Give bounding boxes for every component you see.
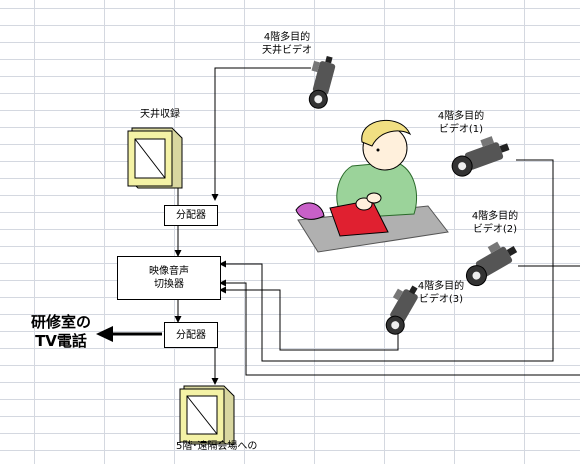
camera-1-label: 4階多目的 ビデオ(1) xyxy=(428,110,494,136)
child-illustration xyxy=(295,119,449,253)
line-camera2-to-switcher xyxy=(219,265,580,376)
tv-phone-label-line-2: TV電話 xyxy=(35,332,87,350)
ceiling-camera-label: 4階多目的 天井ビデオ xyxy=(252,31,322,57)
switcher-box: 映像音声 切換器 xyxy=(117,256,221,300)
camera-1-icon xyxy=(451,136,510,177)
ceiling-monitor-icon xyxy=(127,127,183,189)
connection-lines xyxy=(174,67,580,385)
ceiling-camera-label-line-1: 4階多目的 xyxy=(263,32,311,43)
bottom-monitor-label: 5階･遠隔会場への xyxy=(176,441,258,452)
ceiling-recording-label: 天井収録 xyxy=(140,109,180,120)
switcher-label-line-2: 切換器 xyxy=(154,279,184,290)
tv-phone-arrow xyxy=(96,326,162,342)
tv-phone-label-line-1: 研修室の xyxy=(30,313,91,331)
line-camera1-to-switcher xyxy=(219,159,554,362)
camera-3-label: 4階多目的 ビデオ(3) xyxy=(408,280,474,306)
camera-3-label-line-1: 4階多目的 xyxy=(417,281,465,292)
camera-1-label-line-2: ビデオ(1) xyxy=(438,124,484,135)
camera-1-label-line-1: 4階多目的 xyxy=(437,111,485,122)
line-camera3-to-switcher xyxy=(219,286,399,351)
camera-2-label: 4階多目的 ビデオ(2) xyxy=(462,210,528,236)
line-ceiling-camera-to-distributor xyxy=(211,67,311,201)
bottom-monitor-icon xyxy=(179,385,235,445)
distributor-top-box: 分配器 xyxy=(164,205,218,226)
camera-3-icon xyxy=(385,285,418,335)
camera-3-label-line-2: ビデオ(3) xyxy=(418,294,464,305)
camera-2-label-line-2: ビデオ(2) xyxy=(472,224,518,235)
ceiling-camera-label-line-2: 天井ビデオ xyxy=(262,45,312,56)
ceiling-camera-icon xyxy=(308,55,336,109)
distributor-bottom-box: 分配器 xyxy=(164,322,218,348)
distributor-bottom-label: 分配器 xyxy=(176,329,206,341)
switcher-label-line-1: 映像音声 xyxy=(149,266,189,277)
tv-phone-label: 研修室の TV電話 xyxy=(22,313,100,351)
camera-2-icon xyxy=(465,241,518,287)
distributor-top-label: 分配器 xyxy=(176,210,206,221)
camera-2-label-line-1: 4階多目的 xyxy=(471,211,519,222)
